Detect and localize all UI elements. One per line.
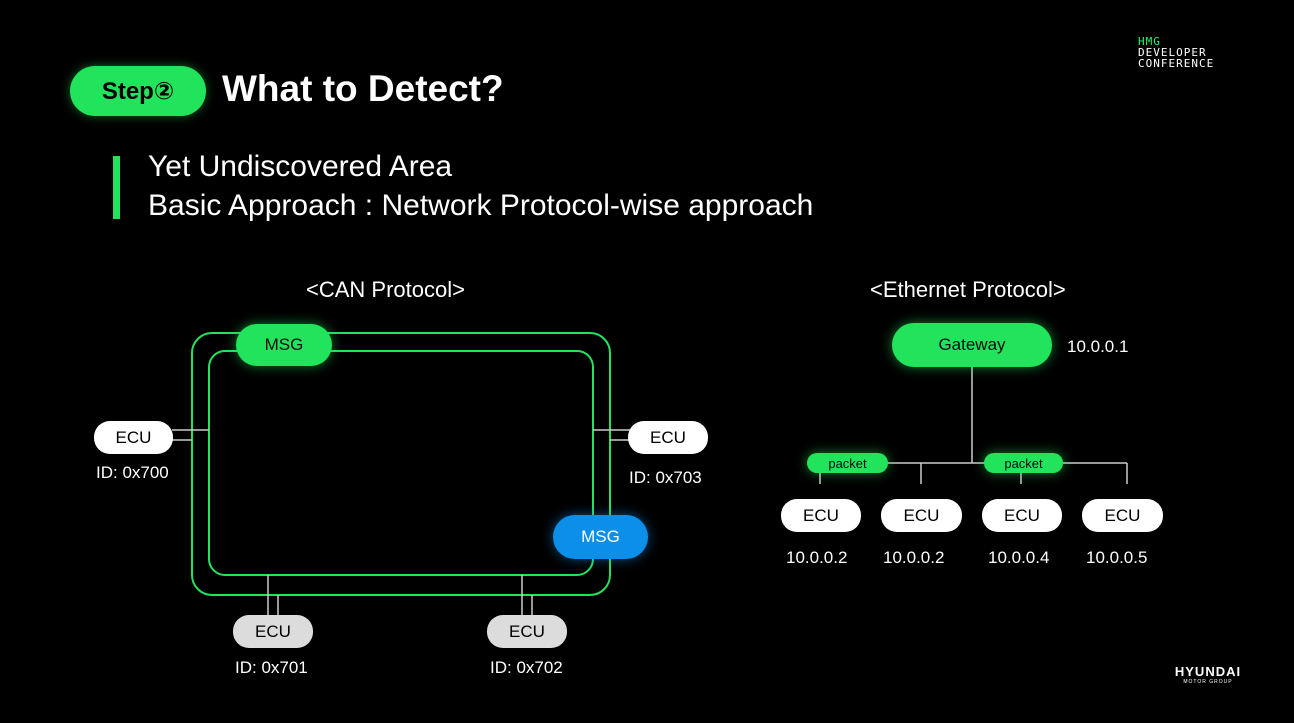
can-section-title: <CAN Protocol> bbox=[306, 277, 465, 302]
ethernet-section-title: <Ethernet Protocol> bbox=[870, 277, 1066, 302]
can-ecu-0x702: ECU bbox=[487, 615, 567, 648]
bullet-accent-bar bbox=[113, 156, 120, 219]
ethernet-ecu-4: ECU bbox=[1082, 499, 1163, 532]
ethernet-ecu-3-ip: 10.0.0.4 bbox=[988, 548, 1050, 567]
ethernet-ecu-4-ip: 10.0.0.5 bbox=[1086, 548, 1148, 567]
can-ecu-0x703: ECU bbox=[628, 421, 708, 454]
ethernet-ecu-2: ECU bbox=[881, 499, 962, 532]
ethernet-ecu-3: ECU bbox=[982, 499, 1062, 532]
brand-line-1: HMG bbox=[1138, 35, 1161, 48]
can-ecu-0x702-id: ID: 0x702 bbox=[490, 658, 563, 677]
can-msg-top: MSG bbox=[236, 324, 332, 366]
ethernet-ecu-1-ip: 10.0.0.2 bbox=[786, 548, 848, 567]
can-bus-outer bbox=[191, 332, 611, 596]
page-title: What to Detect? bbox=[222, 68, 504, 109]
ethernet-gateway-ip: 10.0.0.1 bbox=[1067, 337, 1129, 356]
hyundai-logo-text: HYUNDAI bbox=[1174, 664, 1242, 679]
brand-line-2: DEVELOPER bbox=[1138, 46, 1207, 59]
bullet-2: Basic Approach : Network Protocol-wise a… bbox=[148, 189, 814, 222]
ethernet-gateway: Gateway bbox=[892, 323, 1052, 367]
can-ecu-0x700-id: ID: 0x700 bbox=[96, 463, 169, 482]
brand-line-3: CONFERENCE bbox=[1138, 57, 1215, 70]
bullet-1: Yet Undiscovered Area bbox=[148, 150, 453, 183]
step-badge: Step② bbox=[70, 66, 206, 116]
ethernet-ecu-1: ECU bbox=[781, 499, 861, 532]
hmg-developer-conference-logo: HMG DEVELOPER CONFERENCE bbox=[1138, 36, 1214, 69]
can-ecu-0x703-id: ID: 0x703 bbox=[629, 468, 702, 487]
can-ecu-0x701: ECU bbox=[233, 615, 313, 648]
can-msg-right: MSG bbox=[553, 515, 648, 559]
can-bus-inner bbox=[208, 350, 594, 576]
hyundai-logo-subtext: MOTOR GROUP bbox=[1183, 679, 1233, 685]
ethernet-packet-2: packet bbox=[984, 453, 1063, 473]
hyundai-logo: HYUNDAI MOTOR GROUP bbox=[1173, 664, 1243, 685]
can-ecu-0x701-id: ID: 0x701 bbox=[235, 658, 308, 677]
ethernet-packet-1: packet bbox=[807, 453, 888, 473]
ethernet-ecu-2-ip: 10.0.0.2 bbox=[883, 548, 945, 567]
can-ecu-0x700: ECU bbox=[94, 421, 173, 454]
